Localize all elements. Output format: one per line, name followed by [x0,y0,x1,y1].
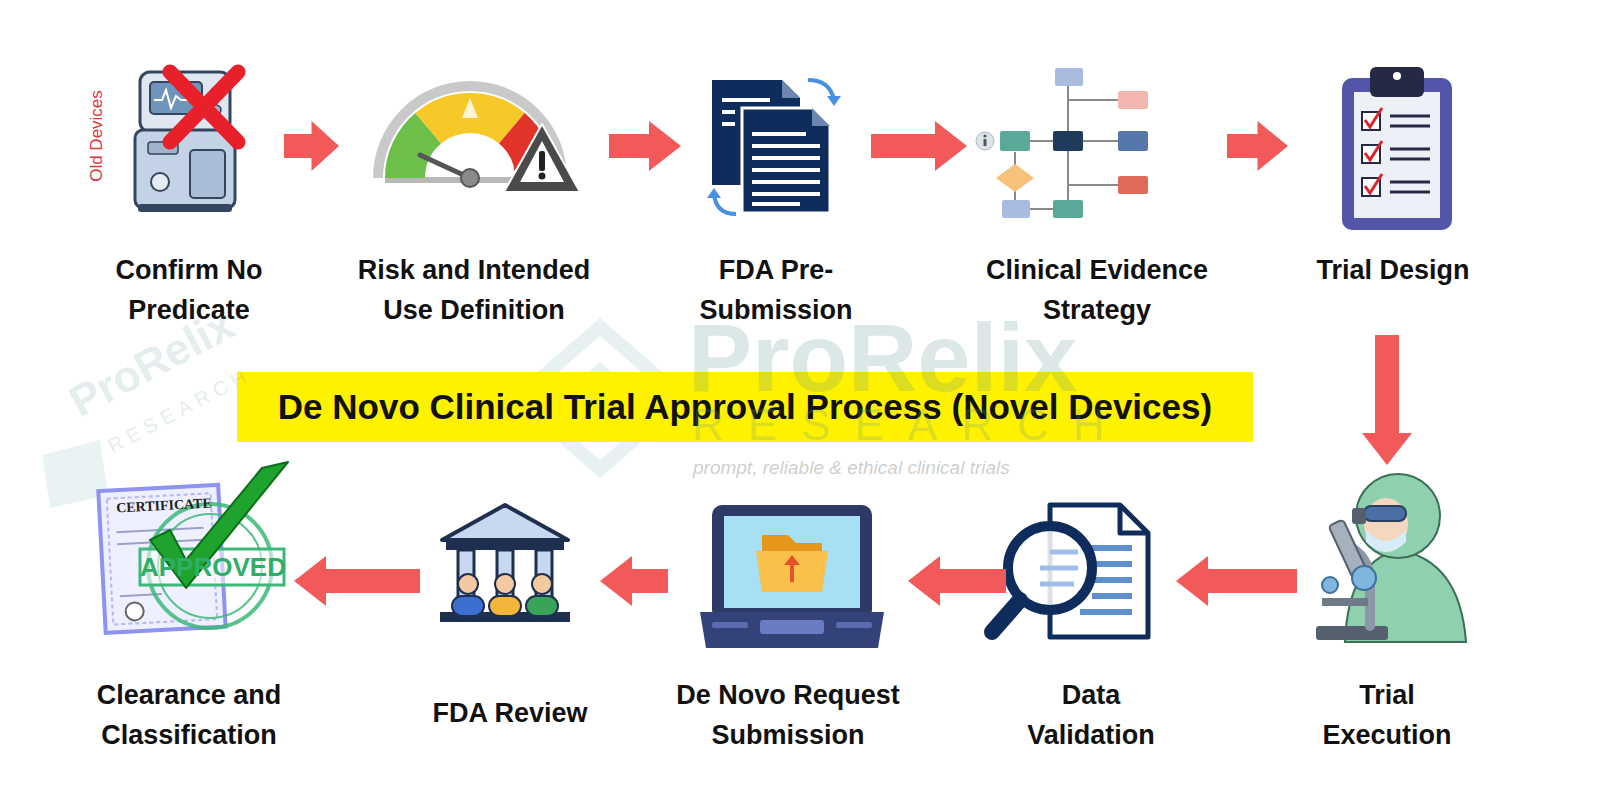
process-step: Data Validation [1006,465,1176,755]
flow-arrow [609,121,681,171]
annotation-text: prompt, reliable & ethical clinical tria… [693,456,1010,479]
scientist-icon [1316,474,1466,642]
process-step: Confirm No Predicate [94,60,284,335]
step-label: Trial Execution [1297,675,1477,755]
step-label: FDA Review [420,693,600,733]
flowchart-icon [976,68,1148,218]
annotation-text: RESEARCH [692,398,1129,451]
step-label-group: Trial Design [1288,250,1498,290]
process-step: De Novo Request Submission [668,465,908,755]
flow-arrow [1227,121,1288,171]
flow-arrow [284,121,339,171]
annotation-text: ProRelix [688,300,1077,415]
step-label: Risk and Intended Use Definition [339,250,609,330]
process-step: Trial Design [1288,60,1498,335]
step-label-group: Clearance and Classification [84,675,294,755]
flow-arrow [1362,335,1412,465]
annotation-text: APPROVED [140,552,284,583]
clipboard-icon [1342,67,1452,230]
old-device-icon [135,72,238,212]
laptop-upload-icon [700,505,884,648]
process-step: FDA Review [420,465,600,755]
certificate-icon [98,462,288,633]
step-label: Trial Design [1288,250,1498,290]
flow-arrow [294,556,420,606]
review-board-icon [440,505,570,622]
step-label: De Novo Request Submission [668,675,908,755]
flow-arrow [1176,556,1297,606]
annotation-text: Old Devices [87,76,107,196]
risk-gauge-icon [378,86,580,192]
documents-icon [707,80,841,214]
flow-arrow [600,556,668,606]
process-step: FDA Pre- Submission [681,60,871,335]
process-step: Risk and Intended Use Definition [339,60,609,335]
flow-arrow [871,121,967,171]
data-review-icon [992,505,1148,637]
flow-arrow [908,556,1006,606]
process-step: Trial Execution [1297,465,1477,755]
step-label-group: FDA Review [420,693,600,733]
step-label-group: Risk and Intended Use Definition [339,250,609,330]
step-label: Clearance and Classification [84,675,294,755]
step-label-group: Trial Execution [1297,675,1477,755]
step-label-group: Data Validation [1006,675,1176,755]
step-label: Data Validation [1006,675,1176,755]
step-label-group: De Novo Request Submission [668,675,908,755]
process-step: Clinical Evidence Strategy [967,60,1227,335]
